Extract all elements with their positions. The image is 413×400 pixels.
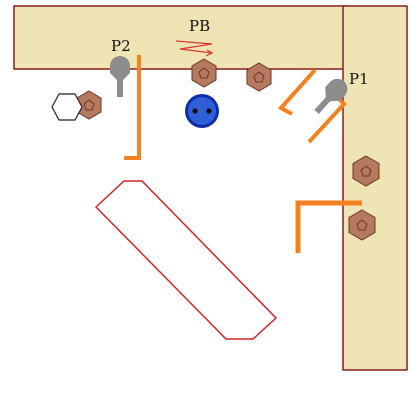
label-p1: P1 <box>349 70 369 88</box>
station-head-p1 <box>314 78 348 114</box>
hexagon-part-icon <box>348 209 376 241</box>
station-head-p2 <box>110 56 130 97</box>
hexagon-part-icon <box>246 62 272 92</box>
top-wall <box>13 5 348 70</box>
diagonal-obstacle <box>94 180 278 340</box>
hexagon-part-icon <box>191 58 217 88</box>
label-pb: PB <box>189 17 210 35</box>
bracket-p2 <box>124 55 141 160</box>
bracket-right <box>295 200 362 253</box>
robot-icon <box>185 94 219 128</box>
hexagon-part-icon <box>352 155 380 187</box>
right-wall <box>342 5 408 371</box>
pb-motion-arrow <box>175 40 213 54</box>
label-p2: P2 <box>111 37 131 55</box>
bracket-p1-upper <box>277 68 317 116</box>
empty-hexagon-slot-icon <box>51 93 83 121</box>
